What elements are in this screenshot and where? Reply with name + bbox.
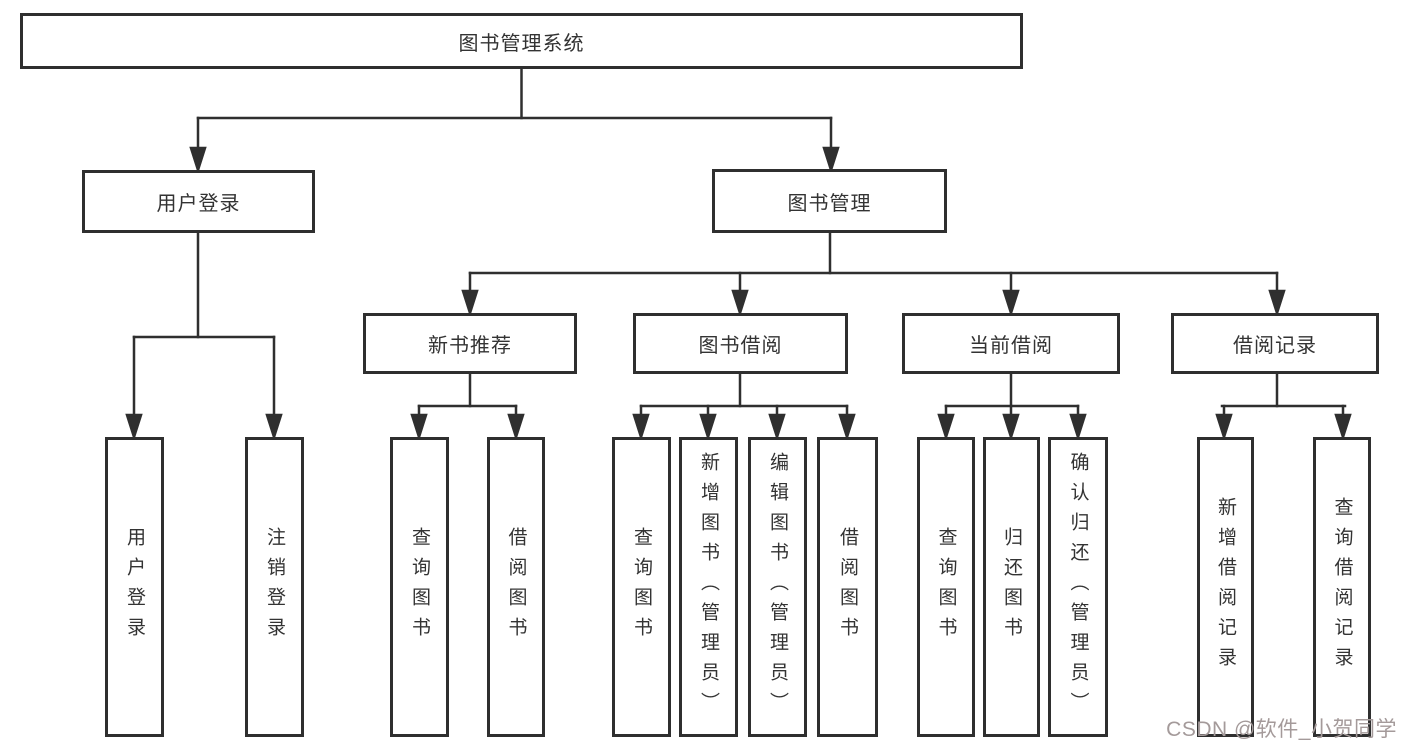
leaf-return-book: 归还图书: [983, 437, 1040, 737]
node-user-login: 用户登录: [82, 170, 315, 233]
csdn-watermark: CSDN @软件_小贺同学: [1166, 718, 1397, 741]
node-label: 查询图书: [631, 527, 652, 647]
leaf-edit-book-admin: 编辑图书（管理员）: [748, 437, 807, 737]
leaf-borrow-books-recommend: 借阅图书: [487, 437, 545, 737]
node-library-management-system: 图书管理系统: [20, 13, 1023, 69]
node-book-management: 图书管理: [712, 169, 947, 233]
node-label: 确认归还（管理员）: [1067, 452, 1089, 722]
leaf-add-borrow-record: 新增借阅记录: [1197, 437, 1254, 737]
node-label: 新增图书（管理员）: [698, 452, 719, 722]
leaf-query-borrow-record: 查询借阅记录: [1313, 437, 1371, 737]
leaf-query-books-recommend: 查询图书: [390, 437, 449, 737]
leaf-user-login: 用户登录: [105, 437, 164, 737]
node-label: 图书管理: [787, 192, 872, 215]
node-current-borrow: 当前借阅: [902, 313, 1120, 374]
node-label: 查询借阅记录: [1331, 497, 1353, 677]
leaf-borrow-books: 借阅图书: [817, 437, 878, 737]
node-label: 注销登录: [264, 527, 285, 647]
node-label: 查询图书: [409, 527, 430, 647]
node-label: 新增借阅记录: [1215, 497, 1236, 677]
leaf-add-book-admin: 新增图书（管理员）: [679, 437, 738, 737]
node-borrow-records: 借阅记录: [1171, 313, 1379, 374]
node-book-borrow: 图书借阅: [633, 313, 848, 374]
node-label: 查询图书: [935, 527, 957, 647]
leaf-query-books-borrow: 查询图书: [612, 437, 671, 737]
node-label: 当前借阅: [969, 335, 1053, 357]
node-label: 编辑图书（管理员）: [767, 452, 788, 722]
node-label: 借阅图书: [837, 527, 858, 647]
node-label: 借阅图书: [505, 527, 527, 647]
node-label: 用户登录: [156, 193, 241, 215]
node-new-book-recommend: 新书推荐: [363, 313, 577, 374]
node-label: 借阅记录: [1233, 335, 1317, 357]
node-label: 用户登录: [124, 527, 145, 647]
node-label: 归还图书: [1001, 527, 1022, 647]
node-label: 图书借阅: [698, 335, 783, 357]
leaf-logout-login: 注销登录: [245, 437, 304, 737]
node-label: 图书管理系统: [458, 32, 585, 55]
node-label: 新书推荐: [428, 335, 512, 357]
leaf-confirm-return-admin: 确认归还（管理员）: [1048, 437, 1108, 737]
leaf-query-books-current: 查询图书: [917, 437, 975, 737]
